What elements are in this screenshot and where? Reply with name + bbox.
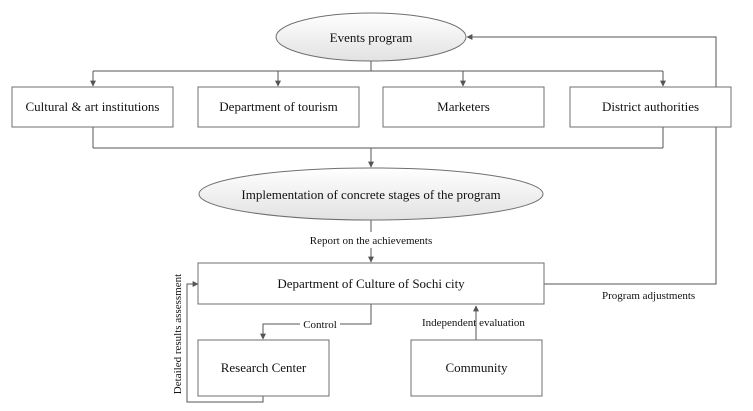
node-marketers: Marketers [382, 86, 545, 128]
label-control: Control [303, 319, 337, 331]
department-culture-box [197, 262, 545, 305]
arrow-program-adjustments [466, 34, 717, 285]
label-mask-report [306, 232, 434, 248]
arrow-detailed-assessment [186, 281, 264, 403]
edge-labels: Report on the achievements Program adjus… [172, 232, 695, 394]
implementation-shape [198, 167, 544, 221]
marketers-label: Marketers [437, 99, 490, 114]
cultural-institutions-label: Cultural & art institutions [26, 99, 160, 114]
community-box [410, 339, 543, 397]
node-events-program: Events program [275, 12, 467, 62]
node-district-authorities: District authorities [569, 86, 732, 128]
department-tourism-label: Department of tourism [219, 99, 337, 114]
label-independent-evaluation: Independent evaluation [422, 317, 525, 329]
label-detailed-assessment: Detailed results assessment [172, 274, 184, 394]
district-authorities-label: District authorities [602, 99, 699, 114]
cultural-institutions-box [11, 86, 174, 128]
events-program-shape [275, 12, 467, 62]
label-mask-control [300, 318, 340, 331]
research-center-label: Research Center [221, 360, 307, 375]
department-tourism-box [197, 86, 360, 128]
node-department-tourism: Department of tourism [197, 86, 360, 128]
node-community: Community [410, 339, 543, 397]
research-center-box [197, 339, 330, 397]
community-label: Community [445, 360, 508, 375]
node-department-culture: Department of Culture of Sochi city [197, 262, 545, 305]
node-implementation: Implementation of concrete stages of the… [198, 167, 544, 221]
department-culture-label: Department of Culture of Sochi city [277, 276, 465, 291]
label-report: Report on the achievements [310, 235, 433, 247]
district-authorities-box [569, 86, 732, 128]
node-research-center: Research Center [197, 339, 330, 397]
implementation-label: Implementation of concrete stages of the… [241, 187, 500, 202]
label-program-adjustments: Program adjustments [602, 290, 695, 302]
marketers-box [382, 86, 545, 128]
events-program-label: Events program [330, 30, 413, 45]
node-cultural-institutions: Cultural & art institutions [11, 86, 174, 128]
